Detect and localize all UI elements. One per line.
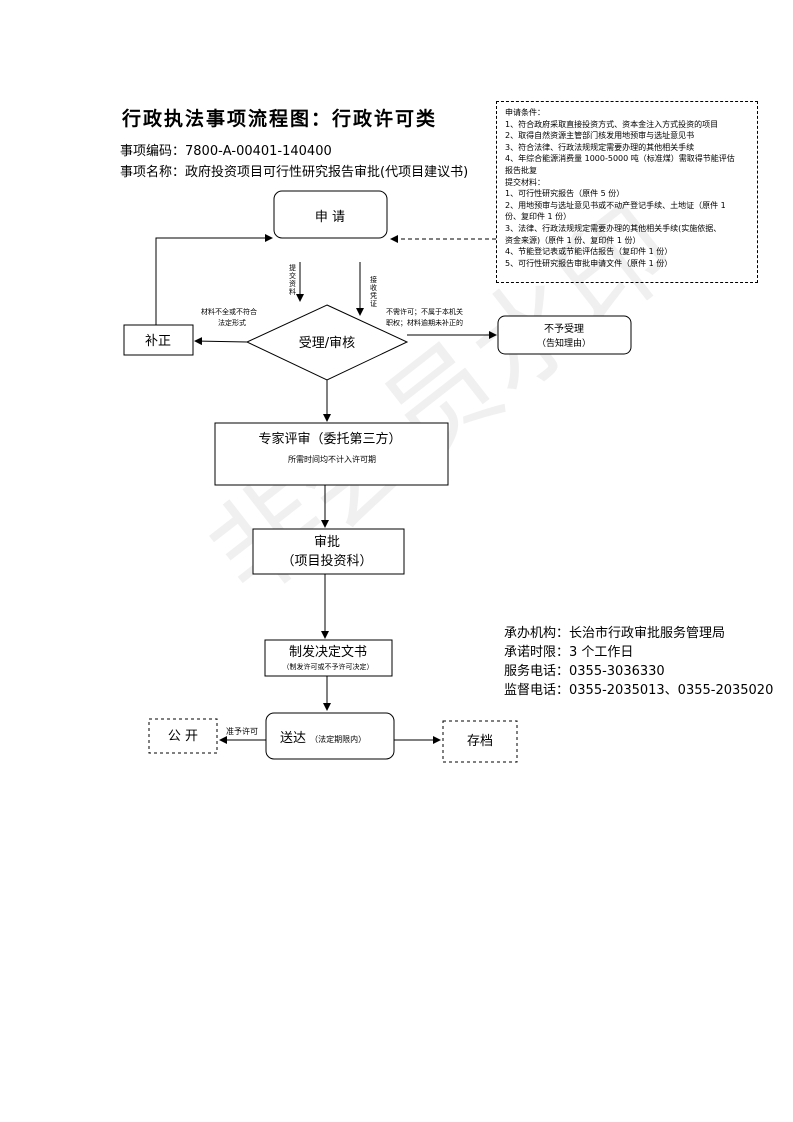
receive-char-2: 收 [370, 283, 377, 292]
submit-char-3: 资 [289, 279, 296, 288]
buzheng-note-1: 材料不全或不符合 [201, 307, 257, 316]
reject-note-2: 职权；材料逾期未补正的 [386, 318, 463, 327]
reject-box [497, 315, 632, 355]
condition-line: 报告批复 [505, 165, 537, 175]
submit-char-1: 提 [289, 263, 296, 272]
condition-line: 4、节能登记表或节能评估报告（复印件 1 份） [505, 247, 673, 257]
condition-line: 5、可行性研究报告审批申请文件（原件 1 份） [505, 258, 673, 268]
agency-line: 承办机构：长治市行政审批服务管理局 [504, 626, 726, 641]
public-box [148, 718, 218, 754]
approve-sub: （项目投资科） [281, 553, 372, 569]
deliver-box [265, 712, 395, 760]
archive-box [442, 720, 518, 763]
conditions-box: 申请条件： 1、符合政府采取直接投资方式、资本金注入方式投资的项目 2、取得自然资源… [496, 101, 758, 283]
submit-char-4: 料 [289, 287, 296, 296]
to-buzheng-arrow [194, 337, 248, 346]
condition-line: 1、可行性研究报告（原件 5 份） [505, 189, 625, 199]
item-name: 事项名称：政府投资项目可行性研究报告审批(代项目建议书) [120, 165, 469, 180]
decision-box [264, 639, 393, 677]
condition-line: 提交材料： [505, 177, 545, 187]
receive-label: 接 收 凭 证 [370, 275, 379, 308]
apply-label: 申 请 [315, 210, 345, 225]
condition-line: 资金来源)（原件 1 份、复印件 1 份） [505, 235, 641, 245]
archive-label: 存档 [467, 734, 493, 749]
page-title: 行政执法事项流程图：行政许可类 [122, 108, 438, 130]
public-label: 公 开 [168, 729, 198, 744]
deliver-sub: （法定期限内） [310, 734, 366, 744]
approve-label: 审批 [314, 535, 340, 550]
submit-label: 提 交 资 料 [289, 263, 298, 296]
apply-box [273, 190, 388, 239]
item-code: 事项编码：7800-A-00401-140400 [120, 144, 332, 159]
review-label: 受理/审核 [299, 336, 355, 351]
reject-sub: （告知理由） [537, 337, 591, 349]
condition-line: 3、符合法律、行政法规规定需要办理的其他相关手续 [505, 142, 695, 152]
supervise-line: 监督电话：0355-2035013、0355-2035020 [504, 683, 774, 698]
public-note: 准予许可 [226, 726, 258, 736]
buzheng-note-2: 法定形式 [218, 318, 246, 327]
deliver-main: 送达 [280, 731, 306, 746]
reject-label: 不予受理 [544, 323, 584, 335]
period-line: 承诺时限：3 个工作日 [504, 645, 634, 660]
receive-char-3: 凭 [370, 291, 377, 300]
buzheng-box [123, 324, 194, 356]
expert-label: 专家评审（委托第三方） [258, 431, 401, 447]
deliver-label: 送达 （法定期限内） [280, 731, 366, 746]
decision-label: 制发决定文书 [289, 644, 367, 660]
decision-sub: （制发许可或不予许可决定） [283, 662, 374, 671]
approve-box [252, 528, 405, 575]
expert-sub: 所需时间均不计入许可期 [288, 454, 376, 464]
receive-char-1: 接 [370, 275, 377, 284]
receive-char-4: 证 [370, 300, 377, 308]
buzheng-return-line [155, 234, 273, 325]
condition-line: 申请条件： [505, 108, 545, 117]
expert-box [214, 422, 449, 486]
reject-note-1: 不需许可；不属于本机关 [386, 307, 463, 316]
condition-line: 1、符合政府采取直接投资方式、资本金注入方式投资的项目 [505, 119, 719, 129]
phone-line: 服务电话：0355-3036330 [504, 664, 665, 679]
submit-char-2: 交 [289, 271, 296, 280]
condition-line: 2、取得自然资源主管部门核发用地预审与选址意见书 [505, 131, 695, 141]
condition-line: 份、复印件 1 份） [505, 212, 572, 222]
agency-info: 承办机构：长治市行政审批服务管理局 承诺时限：3 个工作日 服务电话：0355-… [504, 624, 773, 700]
condition-line: 3、法律、行政法规规定需要办理的其他相关手续(实施依据、 [505, 223, 722, 233]
buzheng-label: 补正 [145, 334, 171, 349]
condition-line: 2、用地预审与选址意见书或不动产登记手续、土地证（原件 1 [505, 200, 726, 210]
condition-line: 4、年综合能源消费量 1000-5000 吨（标准煤）需取得节能评估 [505, 154, 735, 164]
